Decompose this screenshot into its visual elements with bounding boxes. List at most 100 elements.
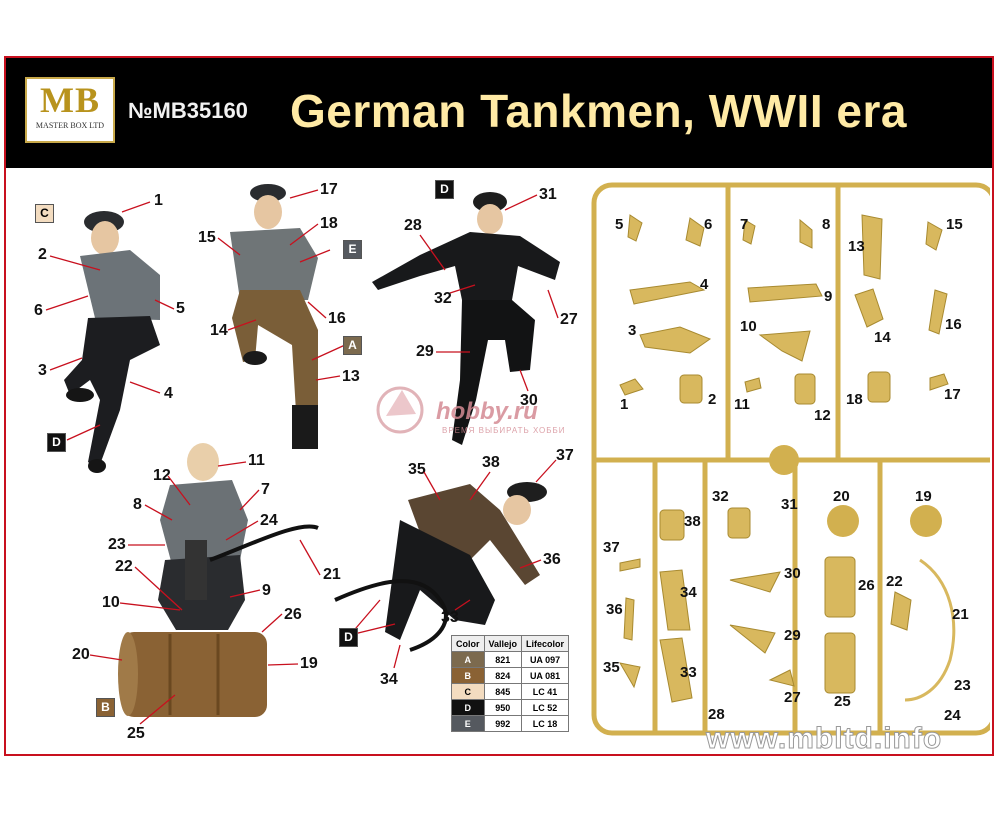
sprue-label: 24 [944,707,961,724]
sprue-label: 8 [822,216,831,233]
callout-label: 22 [115,558,133,575]
table-header: Color [451,635,485,652]
sprue-label: 29 [784,627,801,644]
sprue-label: 1 [620,396,629,413]
sprue-label: 6 [704,216,713,233]
lifecolor-code: UA 081 [521,667,570,684]
sprue-label: 28 [708,706,725,723]
vallejo-code: 845 [483,683,523,700]
sprue-frame [591,182,990,736]
sprue-label: 16 [945,316,962,333]
sprue-label: 27 [784,689,801,706]
sprue-label: 12 [814,407,831,424]
callout-label: 17 [320,181,338,198]
sprue-label: 34 [680,584,697,601]
table-header: Lifecolor [521,635,570,652]
figure-four [158,443,248,630]
callout-label: 10 [102,594,120,611]
sprue-label: 37 [603,539,620,556]
callout-label: 8 [133,496,142,513]
sprue-label: 30 [784,565,801,582]
callout-label: 37 [556,447,574,464]
sprue-label: 20 [833,488,850,505]
callout-label: 6 [34,302,43,319]
lifecolor-code: LC 41 [521,683,570,700]
frame-border [4,56,994,756]
lifecolor-code: UA 097 [521,651,570,668]
callout-label: 34 [380,671,398,688]
sprue-label: 22 [886,573,903,590]
callout-label: 29 [416,343,434,360]
sprue-label: 23 [954,677,971,694]
table-row: D 950 LC 52 [451,699,570,716]
callout-label: 13 [342,368,360,385]
logo-main: MB [40,80,100,120]
vallejo-code: 824 [483,667,523,684]
callout-label: 7 [261,481,270,498]
site-watermark: www.mbltd.info [705,722,943,756]
figure-three [372,192,560,445]
sprue-label: 3 [628,322,637,339]
callout-label: 14 [210,322,228,339]
kit-number: №MB35160 [128,98,248,123]
figures-illustration [64,184,560,717]
sprue-label: 9 [824,288,833,305]
sprue-label: 21 [952,606,969,623]
sprue-label: 17 [944,386,961,403]
color-swatch: D [451,699,485,716]
master-box-logo: MB MASTER BOX LTD [25,77,115,143]
callout-label: 32 [434,290,452,307]
callout-label: 25 [127,725,145,742]
table-row: B 824 UA 081 [451,667,570,684]
callout-label: 2 [38,246,47,263]
callout-label: 19 [300,655,318,672]
sprue-label: 13 [848,238,865,255]
sprue-label: 25 [834,693,851,710]
callout-label: 16 [328,310,346,327]
sprue-label: 2 [708,391,717,408]
color-reference-table: Color Vallejo Lifecolor A 821 UA 097 B 8… [451,635,570,732]
table-row: A 821 UA 097 [451,651,570,668]
lifecolor-code: LC 18 [521,715,570,732]
sprue-label: 31 [781,496,798,513]
callout-label: 33 [441,609,459,626]
callout-label: 31 [539,186,557,203]
callout-label: 12 [153,467,171,484]
lifecolor-code: LC 52 [521,699,570,716]
sprue-label: 4 [700,276,709,293]
callout-label: 11 [248,452,265,469]
callout-label: 18 [320,215,338,232]
barrel [118,632,267,717]
sprue-label: 35 [603,659,620,676]
header-bar [6,58,992,168]
sprue-label: 19 [915,488,932,505]
vallejo-code: 950 [483,699,523,716]
sprue-label: 10 [740,318,757,335]
color-tag: E [343,240,362,259]
callout-label: 4 [164,385,173,402]
vallejo-code: 992 [483,715,523,732]
sprue-label: 7 [740,216,749,233]
logo-sub: MASTER BOX LTD [35,121,105,130]
callout-label: 38 [482,454,500,471]
sprue-label: 11 [734,396,750,413]
figure-five [385,482,547,640]
table-header: Vallejo [483,635,523,652]
callout-label: 21 [323,566,341,583]
table-header-row: Color Vallejo Lifecolor [451,635,570,652]
color-swatch: E [451,715,485,732]
sprue-label: 26 [858,577,875,594]
callout-label: 30 [520,392,538,409]
callout-label: 35 [408,461,426,478]
color-swatch: B [451,667,485,684]
color-tag: D [339,628,358,647]
leader-lines [45,189,559,725]
sprue-label: 5 [615,216,624,233]
sprue-label: 14 [874,329,891,346]
callout-label: 28 [404,217,422,234]
callout-label: 36 [543,551,561,568]
page-title: German Tankmen, WWII era [290,85,907,137]
color-tag: A [343,336,362,355]
color-swatch: C [451,683,485,700]
color-tag: D [435,180,454,199]
